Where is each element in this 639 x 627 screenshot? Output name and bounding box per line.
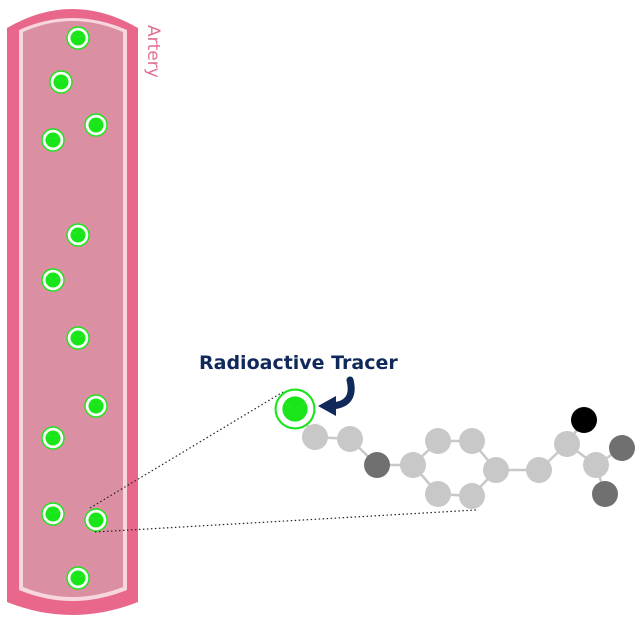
- atom: [425, 481, 451, 507]
- artery-label: Artery: [143, 25, 163, 78]
- radiation-icon: [41, 128, 65, 152]
- atom: [526, 457, 552, 483]
- atom: [400, 452, 426, 478]
- atom: [425, 428, 451, 454]
- radiation-icon: [49, 70, 73, 94]
- atom: [302, 424, 328, 450]
- atom: [337, 426, 363, 452]
- radiation-icon: [274, 388, 316, 430]
- radiation-icon: [41, 502, 65, 526]
- tracer-label: Radioactive Tracer: [199, 352, 398, 374]
- atom: [554, 431, 580, 457]
- molecule-atoms: [302, 407, 635, 509]
- radiation-icon: [66, 326, 90, 350]
- artery: [7, 9, 138, 615]
- atom: [571, 407, 597, 433]
- atom: [364, 452, 390, 478]
- artery-lumen: [23, 21, 123, 597]
- radiation-icon: [66, 26, 90, 50]
- atom: [583, 452, 609, 478]
- atom: [459, 428, 485, 454]
- atom: [483, 457, 509, 483]
- curved-arrow-icon: [318, 376, 355, 416]
- radiation-icon: [84, 394, 108, 418]
- atom: [592, 481, 618, 507]
- radiation-icon: [66, 223, 90, 247]
- radiation-icon: [41, 426, 65, 450]
- radiation-icon: [84, 508, 108, 532]
- radiation-icon: [84, 113, 108, 137]
- atom: [609, 435, 635, 461]
- atom: [459, 483, 485, 509]
- radiation-icon: [41, 268, 65, 292]
- radiation-icon: [66, 566, 90, 590]
- zoom-lines: [89, 391, 477, 533]
